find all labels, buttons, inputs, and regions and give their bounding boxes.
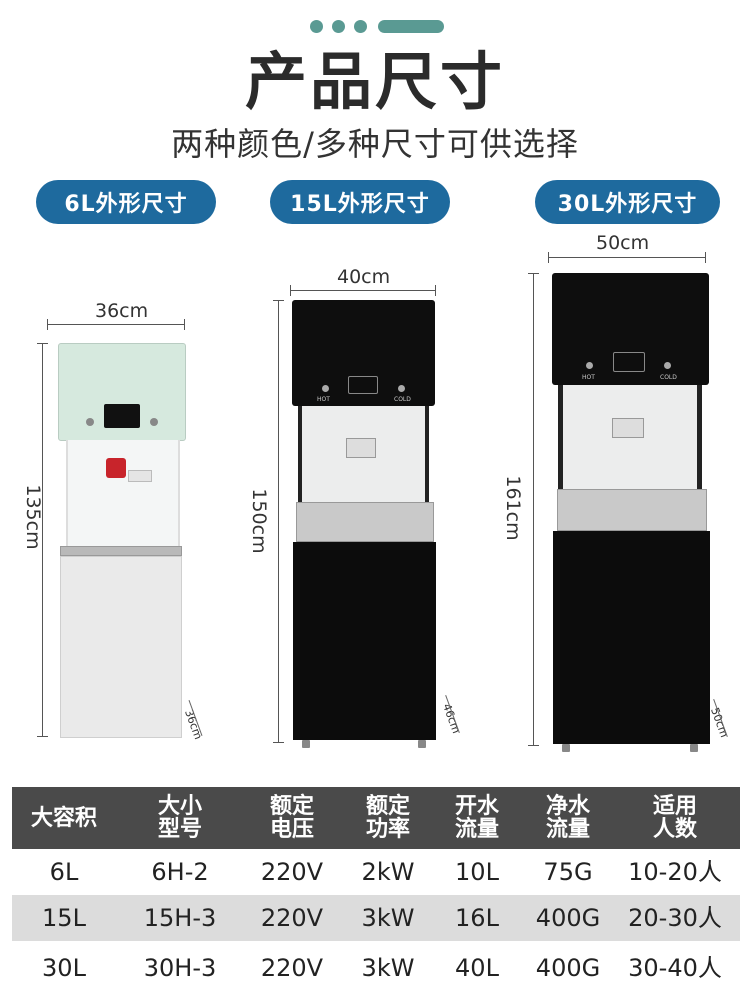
table-cell: 6L xyxy=(49,858,79,886)
table-cell: 30L xyxy=(42,954,86,982)
display-screen xyxy=(613,352,645,372)
header-cell: 额定 电压 xyxy=(269,794,314,842)
width-line-15l xyxy=(290,285,436,296)
table-cell: 400G xyxy=(535,954,601,982)
cabinet xyxy=(293,542,436,740)
header-cell: 适用 人数 xyxy=(652,794,697,842)
table-cell: 30-40人 xyxy=(628,954,722,982)
table-cell: 40L xyxy=(455,954,499,982)
table-cell: 400G xyxy=(535,904,601,932)
foot xyxy=(418,740,426,748)
table-cell: 15L xyxy=(42,904,86,932)
height-line-6l xyxy=(37,343,48,737)
depth-dimension-15l: 46cm xyxy=(440,701,463,736)
page-title: 产品尺寸 xyxy=(244,45,505,118)
height-dimension-6l: 135cm xyxy=(22,484,44,550)
height-dimension-15l: 150cm xyxy=(248,488,270,554)
deco-dot xyxy=(354,19,367,33)
decorative-dots xyxy=(310,19,444,33)
tap-knob xyxy=(150,418,158,426)
drip-tray xyxy=(557,489,707,531)
table-cell: 20-30人 xyxy=(628,904,722,932)
model-label-6l: 6L外形尺寸 xyxy=(36,180,216,224)
header-cell: 大小 型号 xyxy=(157,794,202,842)
model-label-15l: 15L外形尺寸 xyxy=(270,180,450,224)
hot-label: HOT xyxy=(582,374,595,381)
foot xyxy=(302,740,310,748)
foot xyxy=(562,744,570,752)
warning-label xyxy=(346,438,376,458)
depth-dimension-30l: 50cm xyxy=(708,705,731,740)
table-row: 15L 15H-3 220V 3kW 16L 400G 20-30人 xyxy=(12,895,740,941)
hot-label: HOT xyxy=(317,396,330,403)
warning-label xyxy=(612,418,644,438)
cold-label: COLD xyxy=(660,374,677,381)
height-dimension-30l: 161cm xyxy=(502,475,524,541)
page-subtitle: 两种颜色/多种尺寸可供选择 xyxy=(171,125,579,163)
table-cell: 30H-3 xyxy=(143,954,217,982)
table-cell: 2kW xyxy=(361,858,415,886)
hot-knob-icon xyxy=(322,385,329,392)
header-cell: 大容积 xyxy=(30,805,97,831)
table-cell: 220V xyxy=(260,954,324,982)
deco-dot xyxy=(310,19,323,33)
header-cell: 开水 流量 xyxy=(454,794,499,842)
display-screen xyxy=(104,404,140,428)
table-cell: 220V xyxy=(260,904,324,932)
table-cell: 10-20人 xyxy=(628,858,722,886)
table-cell: 3kW xyxy=(361,904,415,932)
warning-label xyxy=(128,470,152,482)
cold-knob-icon xyxy=(664,362,671,369)
table-cell: 6H-2 xyxy=(151,858,209,886)
header-cell: 净水 流量 xyxy=(545,794,590,842)
table-cell: 16L xyxy=(455,904,499,932)
width-dimension-30l: 50cm xyxy=(596,232,650,254)
drip-tray xyxy=(296,502,434,542)
spec-table: 大容积 大小 型号 额定 电压 额定 功率 开水 流量 净水 流量 适用 人数 … xyxy=(12,787,740,986)
cabinet xyxy=(60,556,182,738)
width-dimension-15l: 40cm xyxy=(337,266,391,288)
header-cell: 额定 功率 xyxy=(365,794,410,842)
top-panel xyxy=(58,343,186,441)
tap-knob xyxy=(86,418,94,426)
table-cell: 10L xyxy=(455,858,499,886)
table-cell: 3kW xyxy=(361,954,415,982)
foot xyxy=(690,744,698,752)
deco-dot xyxy=(332,19,345,33)
cold-label: COLD xyxy=(394,396,411,403)
deco-bar xyxy=(378,19,444,33)
cold-knob-icon xyxy=(398,385,405,392)
table-row: 30L 30H-3 220V 3kW 40L 400G 30-40人 xyxy=(12,941,740,986)
width-dimension-6l: 36cm xyxy=(95,300,149,322)
table-header-row: 大容积 大小 型号 额定 电压 额定 功率 开水 流量 净水 流量 适用 人数 xyxy=(12,787,740,849)
table-cell: 220V xyxy=(260,858,324,886)
height-line-15l xyxy=(273,300,284,743)
table-cell: 75G xyxy=(543,858,593,886)
table-row: 6L 6H-2 220V 2kW 10L 75G 10-20人 xyxy=(12,849,740,895)
drip-tray xyxy=(60,546,182,556)
model-label-30l: 30L外形尺寸 xyxy=(535,180,720,224)
top-panel xyxy=(292,300,435,406)
display-screen xyxy=(348,376,378,394)
height-line-30l xyxy=(528,273,539,746)
cabinet xyxy=(553,531,710,744)
warning-icon xyxy=(106,458,126,478)
recess xyxy=(66,440,180,546)
top-panel xyxy=(552,273,709,385)
table-cell: 15H-3 xyxy=(143,904,217,932)
hot-knob-icon xyxy=(586,362,593,369)
width-line-30l xyxy=(548,252,706,263)
width-line-6l xyxy=(47,319,185,330)
